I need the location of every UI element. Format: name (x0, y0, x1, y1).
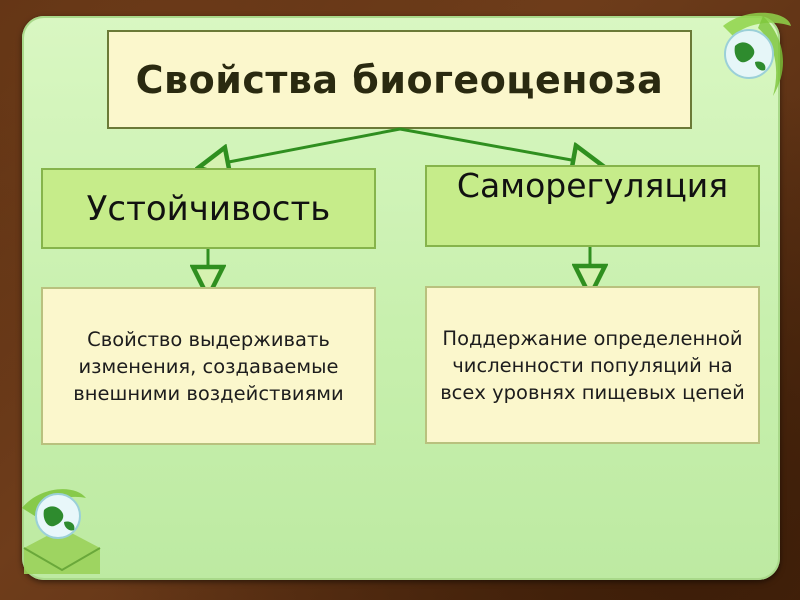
globe-leaf-icon (22, 489, 101, 574)
selfregulation-description-box: Поддержание определенной численности поп… (425, 286, 760, 444)
property-stability-label: Устойчивость (86, 188, 331, 229)
selfregulation-description: Поддержание определенной численности поп… (440, 326, 745, 404)
stability-description-box: Свойство выдерживать изменения, создавае… (41, 287, 376, 445)
diagram-title: Свойства биогеоценоза (135, 57, 664, 102)
property-selfregulation-label: Саморегуляция (456, 166, 729, 205)
diagram-title-box: Свойства биогеоценоза (107, 30, 692, 129)
property-stability-box: Устойчивость (41, 168, 376, 249)
stability-description: Свойство выдерживать изменения, создавае… (73, 327, 344, 405)
globe-leaf-icon (723, 12, 791, 96)
property-selfregulation-box: Саморегуляция (425, 165, 760, 247)
